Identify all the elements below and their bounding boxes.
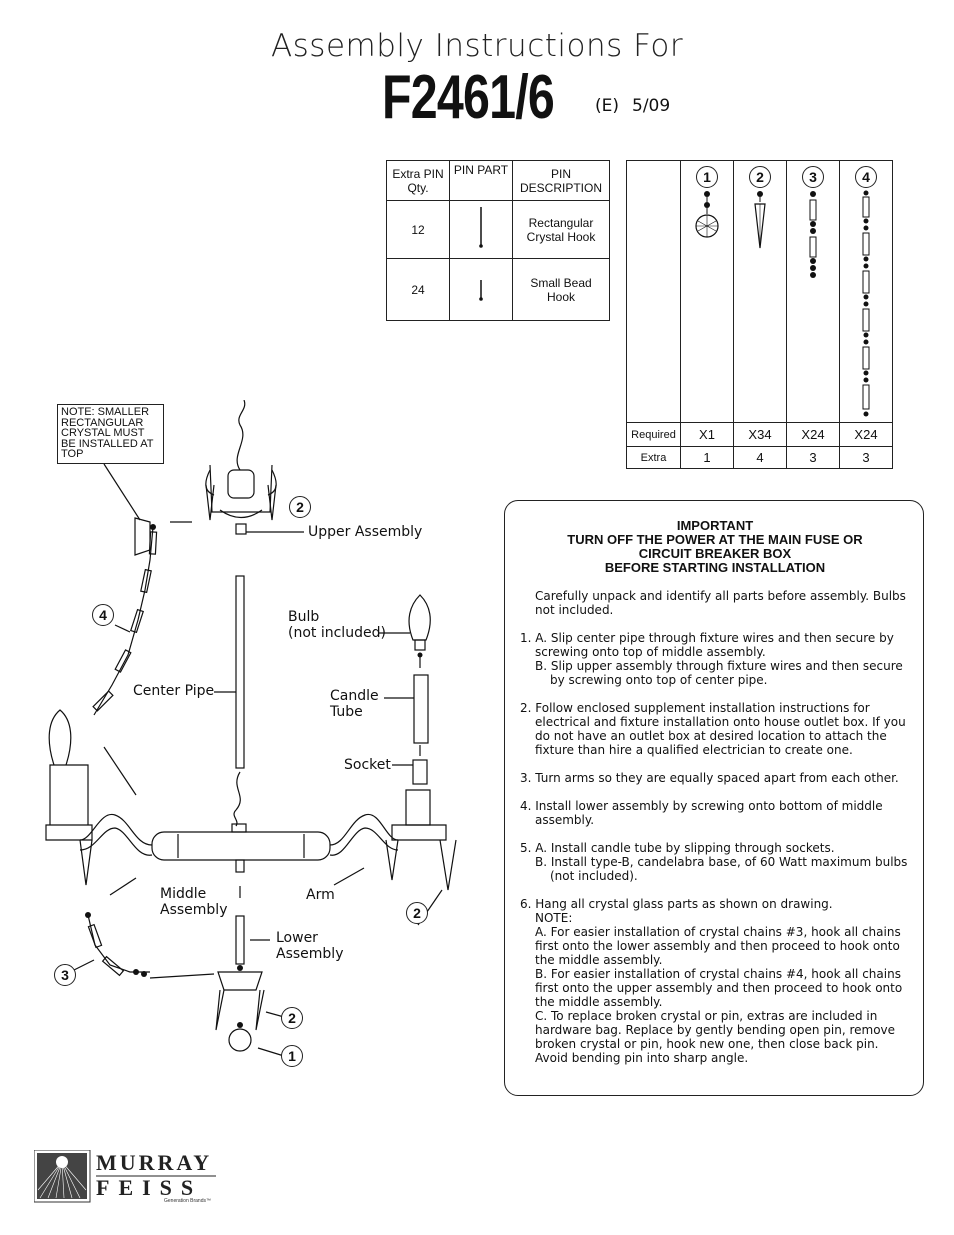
part-number: 1 bbox=[696, 166, 718, 188]
revision-date: 5/09 bbox=[632, 96, 671, 116]
table-row: 24 Small Bead Hook bbox=[386, 258, 610, 321]
part-number: 2 bbox=[749, 166, 771, 188]
step-6-note: NOTE: bbox=[535, 911, 573, 925]
step-4: 4. Install lower assembly by screwing on… bbox=[520, 799, 883, 827]
callout-2: 2 bbox=[289, 496, 311, 518]
pin-qty: 12 bbox=[386, 200, 450, 259]
label-bulb-sub: (not included) bbox=[288, 625, 386, 641]
bead-hook-icon bbox=[449, 258, 513, 321]
label-tube: Tube bbox=[330, 704, 363, 720]
model-number: F2461/6 bbox=[382, 63, 555, 132]
callout-2: 2 bbox=[281, 1007, 303, 1029]
label-center-pipe: Center Pipe bbox=[133, 683, 215, 699]
step-6a: A. For easier installation of crystal ch… bbox=[535, 925, 901, 967]
revision: (E) bbox=[595, 96, 620, 116]
crystal-ball-icon bbox=[695, 191, 719, 238]
callout-2: 2 bbox=[406, 902, 428, 924]
instructions-panel: IMPORTANT TURN OFF THE POWER AT THE MAIN… bbox=[504, 500, 924, 1096]
logo-murray: MURRAY bbox=[96, 1150, 213, 1175]
table-row: Extra 1 4 3 3 bbox=[626, 446, 893, 469]
label-arm: Arm bbox=[306, 887, 335, 903]
pin-qty: 24 bbox=[386, 258, 450, 321]
step-6c: C. To replace broken crystal or pin, ext… bbox=[535, 1009, 896, 1065]
label-middle-assembly: Assembly bbox=[160, 902, 228, 918]
pin-table: Extra PIN Qty. PIN PART PIN DESCRIPTION … bbox=[386, 160, 610, 321]
logo-tagline: Generation Brands™ bbox=[164, 1198, 211, 1204]
callout-4: 4 bbox=[92, 604, 114, 626]
crystal-prism-icon bbox=[754, 191, 766, 249]
pin-desc: Small Bead Hook bbox=[512, 258, 610, 321]
label-socket: Socket bbox=[344, 757, 391, 773]
label-middle: Middle bbox=[160, 886, 207, 902]
callout-1: 1 bbox=[281, 1045, 303, 1067]
important-heading: IMPORTANT TURN OFF THE POWER AT THE MAIN… bbox=[567, 518, 863, 575]
fixture-diagram bbox=[45, 400, 457, 1057]
callout-3: 3 bbox=[54, 964, 76, 986]
step-5b: B. Install type-B, candelabra base, of 6… bbox=[535, 855, 908, 883]
part-number: 4 bbox=[855, 166, 877, 188]
label-candle: Candle bbox=[330, 688, 379, 704]
step-6: 6. Hang all crystal glass parts as shown… bbox=[520, 897, 833, 911]
step-3: 3. Turn arms so they are equally spaced … bbox=[520, 771, 899, 785]
parts-table: 1 2 3 4 Required X1 X34 X24 X24 Extra 1 … bbox=[626, 160, 893, 469]
label-lower-assembly: Assembly bbox=[276, 946, 344, 962]
part-number: 3 bbox=[802, 166, 824, 188]
step-1a: 1. A. Slip center pipe through fixture w… bbox=[520, 631, 894, 659]
murray-feiss-logo: MURRAY FEISS Generation Brands™ bbox=[33, 1149, 224, 1209]
step-6b: B. For easier installation of crystal ch… bbox=[535, 967, 903, 1009]
label-upper-assembly: Upper Assembly bbox=[308, 524, 423, 540]
step-2: 2. Follow enclosed supplement installati… bbox=[520, 701, 906, 757]
document-title: Assembly Instructions For bbox=[270, 28, 684, 64]
rect-hook-icon bbox=[449, 200, 513, 259]
pin-header-part: PIN PART bbox=[449, 160, 513, 201]
pin-desc: Rectangular Crystal Hook bbox=[512, 200, 610, 259]
pin-header-desc: PIN DESCRIPTION bbox=[512, 160, 610, 201]
label-lower: Lower bbox=[276, 930, 318, 946]
intro-text: Carefully unpack and identify all parts … bbox=[535, 589, 906, 617]
step-1b: B. Slip upper assembly through fixture w… bbox=[535, 659, 903, 687]
table-row: 12 Rectangular Crystal Hook bbox=[386, 200, 610, 259]
sunburst-logo-icon bbox=[33, 1149, 216, 1203]
note-box: NOTE: SMALLER RECTANGULAR CRYSTAL MUST B… bbox=[57, 404, 164, 464]
step-5a: 5. A. Install candle tube by slipping th… bbox=[520, 841, 835, 855]
instructions-body: Carefully unpack and identify all parts … bbox=[520, 589, 915, 1065]
label-bulb: Bulb bbox=[288, 609, 320, 625]
table-row: Required X1 X34 X24 X24 bbox=[626, 422, 893, 447]
logo-feiss: FEISS bbox=[96, 1175, 203, 1200]
crystal-chain-long-icon bbox=[862, 190, 870, 417]
pin-header-qty: Extra PIN Qty. bbox=[386, 160, 450, 201]
crystal-chain-short-icon bbox=[809, 191, 817, 278]
